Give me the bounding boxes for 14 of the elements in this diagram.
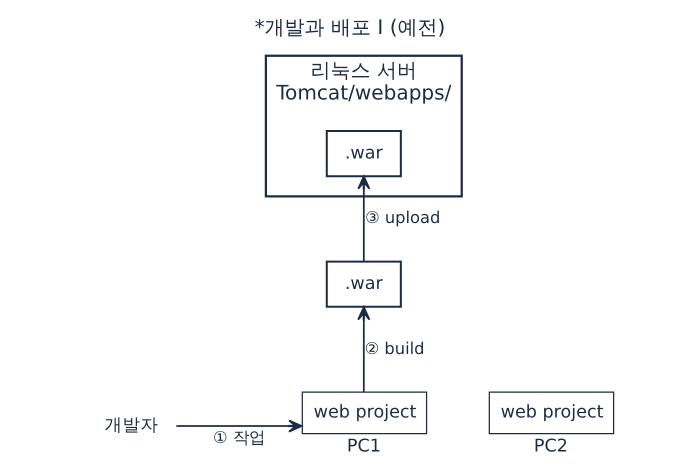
- diagram-title: *개발과 배포 I (예전): [254, 15, 445, 40]
- arrow: [356, 306, 370, 392]
- arrow: [356, 175, 370, 262]
- node-label: PC2: [533, 436, 568, 456]
- edge-label: ③ upload: [364, 208, 440, 228]
- edge-label: ① 작업: [212, 428, 264, 447]
- node-label: PC1: [346, 436, 380, 456]
- arrow: [176, 420, 302, 433]
- edge-label: ② build: [364, 338, 424, 358]
- node-text: 개발자: [104, 416, 158, 436]
- node-box: web project: [488, 392, 614, 434]
- node-box: web project: [301, 392, 427, 434]
- node-box: .war: [325, 130, 402, 178]
- node-box: .war: [325, 260, 402, 308]
